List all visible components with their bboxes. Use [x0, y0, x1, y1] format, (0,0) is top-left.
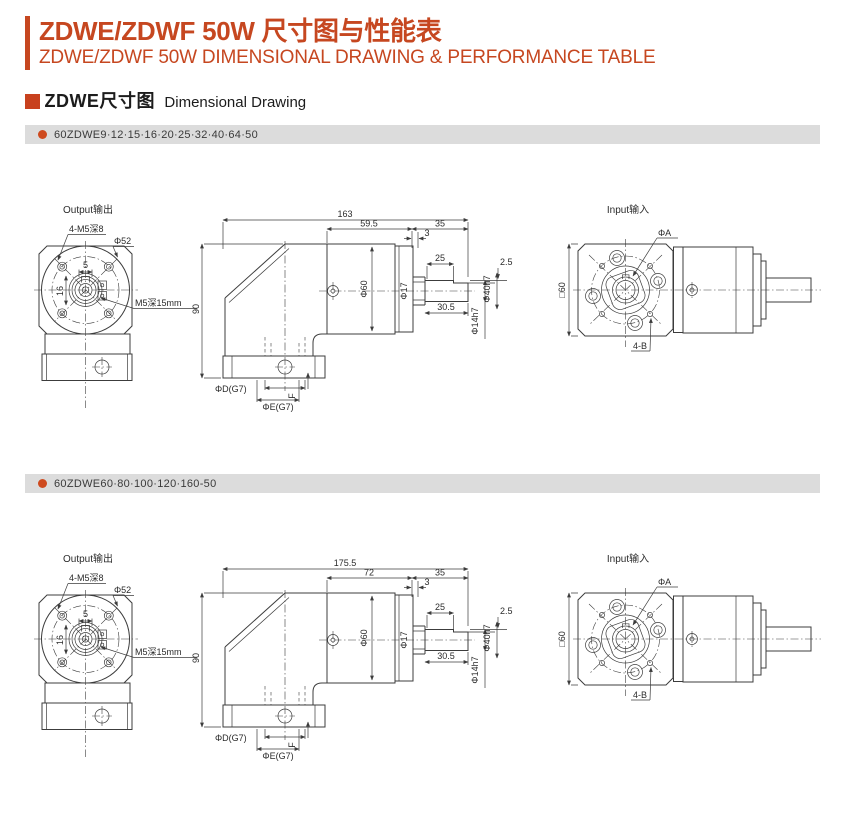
- side-view-drawing: 175.5 72 35 3 90: [191, 558, 513, 761]
- gearbox-body: [224, 243, 469, 356]
- page-header: ZDWE/ZDWF 50W 尺寸图与性能表 ZDWE/ZDWF 50W DIME…: [25, 16, 842, 70]
- dim-key-length: 25: [435, 253, 445, 263]
- drawing-row: Output输出: [0, 144, 842, 474]
- page-title-cn: ZDWE/ZDWF 50W 尺寸图与性能表: [39, 16, 442, 46]
- label-tap: M5深15mm: [135, 298, 182, 308]
- input-view-drawing: Input输入 ΦA □60: [557, 552, 821, 701]
- gearbox-body: [224, 592, 469, 705]
- dim-base-e: ΦE(G7): [262, 751, 293, 761]
- output-view-drawing: Output输出: [34, 203, 197, 408]
- dim-overall-length: 163: [337, 209, 352, 219]
- dim-shaft-length: 30.5: [437, 302, 455, 312]
- bullet-icon: [38, 130, 47, 139]
- label-bore-dia: ΦA: [658, 228, 671, 238]
- label-bolts: 4-B: [633, 341, 647, 351]
- dim-body-dia: Φ60: [359, 280, 369, 297]
- drawing-row: Output输出: [0, 493, 842, 823]
- dim-pilot-dia: Φ40h7: [482, 624, 492, 651]
- input-hub: [601, 265, 650, 315]
- dim-base-d: ΦD(G7): [215, 384, 247, 394]
- base-plate: [222, 704, 326, 728]
- output-view-title: Output输出: [63, 203, 113, 216]
- small-holes: [599, 612, 653, 666]
- dim-shaft-dia: Φ14h7: [470, 656, 480, 683]
- label-screws: 4-M5深8: [69, 224, 104, 234]
- input-side-body: [673, 246, 812, 334]
- output-view-drawing: Output输出: [34, 552, 197, 757]
- section-title-cn: ZDWE尺寸图: [44, 91, 155, 111]
- product-series-section: 60ZDWE9·12·15·16·20·25·32·40·64·50 Outpu…: [0, 125, 842, 474]
- series-banner: 60ZDWE60·80·100·120·160-50: [25, 474, 820, 493]
- dim-shaft-length: 30.5: [437, 651, 455, 661]
- dim-square-size: □60: [557, 282, 567, 297]
- dim-base-f: F: [287, 393, 297, 399]
- small-holes: [599, 263, 653, 317]
- page-title-en: ZDWE/ZDWF 50W DIMENSIONAL DRAWING & PERF…: [39, 47, 656, 68]
- dim-flange-gap: 3: [424, 228, 429, 238]
- drawing-sections: 60ZDWE9·12·15·16·20·25·32·40·64·50 Outpu…: [0, 125, 842, 823]
- dim-key-depth: 2.5: [500, 606, 513, 616]
- dim-overall-length: 175.5: [334, 558, 357, 568]
- product-series-section: 60ZDWE60·80·100·120·160-50 Output输出: [0, 474, 842, 823]
- base-plate: [222, 355, 326, 379]
- output-base: [41, 333, 133, 381]
- label-bore-dia: ΦA: [658, 577, 671, 587]
- label-flange-dia: Φ52: [114, 585, 131, 595]
- dim-input-length: 35: [435, 219, 445, 229]
- dim-base-d: ΦD(G7): [215, 733, 247, 743]
- dim-pilot-dia: Φ40h7: [482, 275, 492, 302]
- series-banner: 60ZDWE9·12·15·16·20·25·32·40·64·50: [25, 125, 820, 144]
- dim-key-width: 5: [83, 609, 88, 619]
- dim-key-width: 5: [83, 260, 88, 270]
- dim-neck-dia: Φ17: [399, 631, 409, 648]
- series-label: 60ZDWE9·12·15·16·20·25·32·40·64·50: [54, 128, 259, 141]
- dim-key-height: 16: [55, 286, 65, 296]
- dim-neck-dia: Φ17: [399, 282, 409, 299]
- screw-holes: [57, 261, 114, 319]
- dim-key-height: 16: [55, 635, 65, 645]
- dim-square-size: □60: [557, 631, 567, 646]
- label-tap: M5深15mm: [135, 647, 182, 657]
- output-hub: [68, 273, 107, 307]
- label-flange-dia: Φ52: [114, 236, 131, 246]
- dim-shaft-dia: Φ14h7: [470, 307, 480, 334]
- side-view-drawing: 163 59.5 35 3 90: [191, 209, 513, 412]
- input-view-title: Input输入: [607, 552, 649, 565]
- dim-height: 90: [191, 653, 201, 663]
- input-view-title: Input输入: [607, 203, 649, 216]
- screw-holes: [57, 610, 114, 668]
- label-screws: 4-M5深8: [69, 573, 104, 583]
- dim-height: 90: [191, 304, 201, 314]
- label-bolts: 4-B: [633, 690, 647, 700]
- bolt-bosses: [585, 599, 666, 680]
- output-view-title: Output输出: [63, 552, 113, 565]
- dim-base-e: ΦE(G7): [262, 402, 293, 412]
- dim-key-length: 25: [435, 602, 445, 612]
- section-header: ZDWE尺寸图 Dimensional Drawing: [25, 91, 842, 113]
- dim-flange-gap: 3: [424, 577, 429, 587]
- dim-body-dia: Φ60: [359, 629, 369, 646]
- input-side-body: [673, 595, 812, 683]
- dim-base-f: F: [287, 742, 297, 748]
- dim-input-length: 35: [435, 568, 445, 578]
- dim-body-length: 59.5: [360, 219, 378, 229]
- series-label: 60ZDWE60·80·100·120·160-50: [54, 477, 217, 490]
- square-bullet-icon: [25, 94, 40, 109]
- catalog-page: { "header": { "title_cn": "ZDWE/ZDWF 50W…: [0, 16, 842, 763]
- input-view-drawing: Input输入 ΦA □60: [557, 203, 821, 352]
- bolt-bosses: [585, 250, 666, 331]
- dim-body-length: 72: [364, 568, 374, 578]
- dim-key-depth: 2.5: [500, 257, 513, 267]
- input-hub: [601, 614, 650, 664]
- output-base: [41, 682, 133, 730]
- bullet-icon: [38, 479, 47, 488]
- section-title-en: Dimensional Drawing: [164, 94, 307, 111]
